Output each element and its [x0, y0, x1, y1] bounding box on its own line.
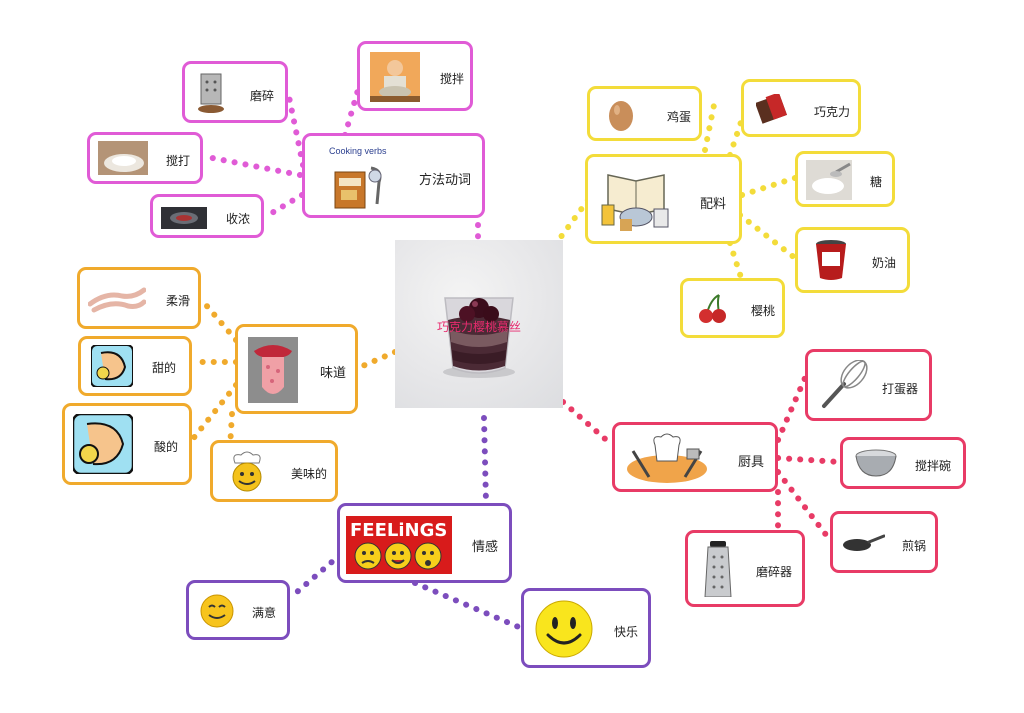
sugar-icon — [806, 160, 852, 200]
kitchenware-label: 厨具 — [738, 454, 765, 469]
node-feelings[interactable]: FEELiNGS 情感 — [337, 503, 512, 583]
node-pan[interactable]: 煎锅 — [830, 511, 938, 573]
taste-label: 味道 — [320, 365, 347, 380]
stir-label: 搅拌 — [440, 72, 465, 86]
link-verbs-reduce — [262, 192, 305, 220]
link-taste-sour — [189, 382, 239, 443]
link-center-kitchenware — [560, 399, 615, 448]
node-sour[interactable]: 酸的 — [62, 403, 192, 485]
mousse-glass-image — [443, 297, 515, 378]
node-chocolate[interactable]: 巧克力 — [741, 79, 861, 137]
cookbook-icon — [334, 166, 382, 209]
link-ingredients-cherry — [727, 240, 748, 293]
node-happy[interactable]: 快乐 — [521, 588, 651, 668]
node-stir[interactable]: 搅拌 — [357, 41, 473, 111]
satisfied-smiley-icon — [200, 594, 234, 628]
cream-label: 奶油 — [872, 256, 897, 270]
whisk-tool-label: 打蛋器 — [882, 382, 919, 396]
node-taste[interactable]: 味道 — [235, 324, 358, 414]
grater-tool-label: 磨碎器 — [756, 565, 793, 579]
sour-label: 酸的 — [154, 440, 179, 454]
node-cherry[interactable]: 樱桃 — [680, 278, 785, 338]
link-kitchenware-pan — [775, 469, 833, 543]
center-photo[interactable]: 巧克力樱桃慕丝 — [395, 240, 563, 408]
feelings-banner-text: FEELiNGS — [350, 520, 447, 541]
reduce-label: 收浓 — [226, 212, 251, 226]
chocolate-label: 巧克力 — [814, 105, 851, 119]
node-reduce[interactable]: 收浓 — [150, 194, 264, 238]
node-whisk-tool[interactable]: 打蛋器 — [805, 349, 932, 421]
sour-face-icon — [73, 414, 133, 474]
tongue-icon — [248, 337, 298, 403]
node-egg[interactable]: 鸡蛋 — [587, 86, 702, 141]
whisking-photo-icon — [98, 141, 148, 175]
bowl-label: 搅拌碗 — [915, 459, 952, 473]
cream-tub-icon — [816, 240, 846, 280]
satisfied-label: 满意 — [252, 606, 277, 620]
cherry-label: 樱桃 — [751, 304, 776, 318]
link-ingredients-cream — [737, 212, 798, 261]
cherry-icon — [699, 294, 726, 323]
happy-label: 快乐 — [614, 625, 639, 639]
chef-smiley-icon — [232, 451, 262, 492]
kitchenware-icon — [627, 433, 707, 483]
link-verbs-grate — [285, 89, 306, 168]
cooking-verbs-caption: Cooking verbs — [329, 146, 387, 156]
hands-icon — [88, 287, 146, 313]
node-grate[interactable]: 磨碎 — [182, 61, 288, 123]
node-ingredients[interactable]: 配料 — [585, 154, 742, 244]
frying-pan-icon — [843, 534, 885, 551]
node-satisfied[interactable]: 满意 — [186, 580, 290, 640]
cooking-verbs-label: 方法动词 — [419, 172, 472, 187]
node-smooth[interactable]: 柔滑 — [77, 267, 201, 329]
node-cream[interactable]: 奶油 — [795, 227, 910, 293]
feelings-banner-icon: FEELiNGS — [346, 516, 452, 574]
node-kitchenware[interactable]: 厨具 — [612, 422, 778, 492]
whisk-verb-label: 搅打 — [166, 154, 191, 168]
node-bowl[interactable]: 搅拌碗 — [840, 437, 966, 489]
link-ingredients-egg — [702, 97, 718, 153]
link-center-taste — [355, 349, 398, 371]
link-center-feelings — [481, 415, 489, 505]
link-feelings-satisfied — [287, 552, 343, 601]
sweet-label: 甜的 — [152, 361, 177, 375]
smooth-label: 柔滑 — [166, 294, 191, 308]
whisk-icon — [822, 360, 868, 408]
chocolate-icon — [756, 94, 787, 124]
sweet-face-icon — [91, 345, 133, 387]
link-ingredients-sugar — [739, 175, 798, 198]
node-sugar[interactable]: 糖 — [795, 151, 895, 207]
delicious-label: 美味的 — [291, 467, 328, 481]
center-title: 巧克力樱桃慕丝 — [436, 320, 521, 334]
node-whisk-verb[interactable]: 搅打 — [87, 132, 203, 184]
link-kitchenware-whisk — [775, 375, 808, 443]
link-verbs-whisk — [199, 153, 303, 178]
link-verbs-stir — [342, 73, 365, 138]
node-cooking-verbs[interactable]: Cooking verbs 方法动词 — [302, 133, 485, 218]
ingredients-label: 配料 — [700, 196, 727, 211]
grate-label: 磨碎 — [250, 89, 275, 103]
feelings-label: 情感 — [472, 539, 499, 554]
link-feelings-happy — [412, 580, 524, 631]
ingredients-icon — [601, 174, 669, 231]
stirring-bowl-icon — [370, 52, 420, 102]
node-grater-tool[interactable]: 磨碎器 — [685, 530, 805, 607]
node-delicious[interactable]: 美味的 — [210, 440, 338, 502]
sugar-label: 糖 — [870, 175, 883, 189]
node-sweet[interactable]: 甜的 — [78, 336, 192, 396]
happy-smiley-icon — [535, 600, 593, 658]
link-center-ingredients — [552, 197, 591, 248]
grater-cheese-icon — [198, 73, 224, 113]
egg-label: 鸡蛋 — [667, 110, 692, 124]
link-kitchenware-bowl — [775, 455, 843, 465]
mixing-bowl-icon — [855, 449, 897, 477]
link-taste-smooth — [197, 295, 239, 343]
simmering-pot-icon — [161, 207, 207, 229]
egg-icon — [609, 101, 633, 131]
link-ingredients-chocolate — [727, 107, 748, 158]
box-grater-icon — [704, 541, 732, 597]
pan-label: 煎锅 — [902, 539, 927, 553]
